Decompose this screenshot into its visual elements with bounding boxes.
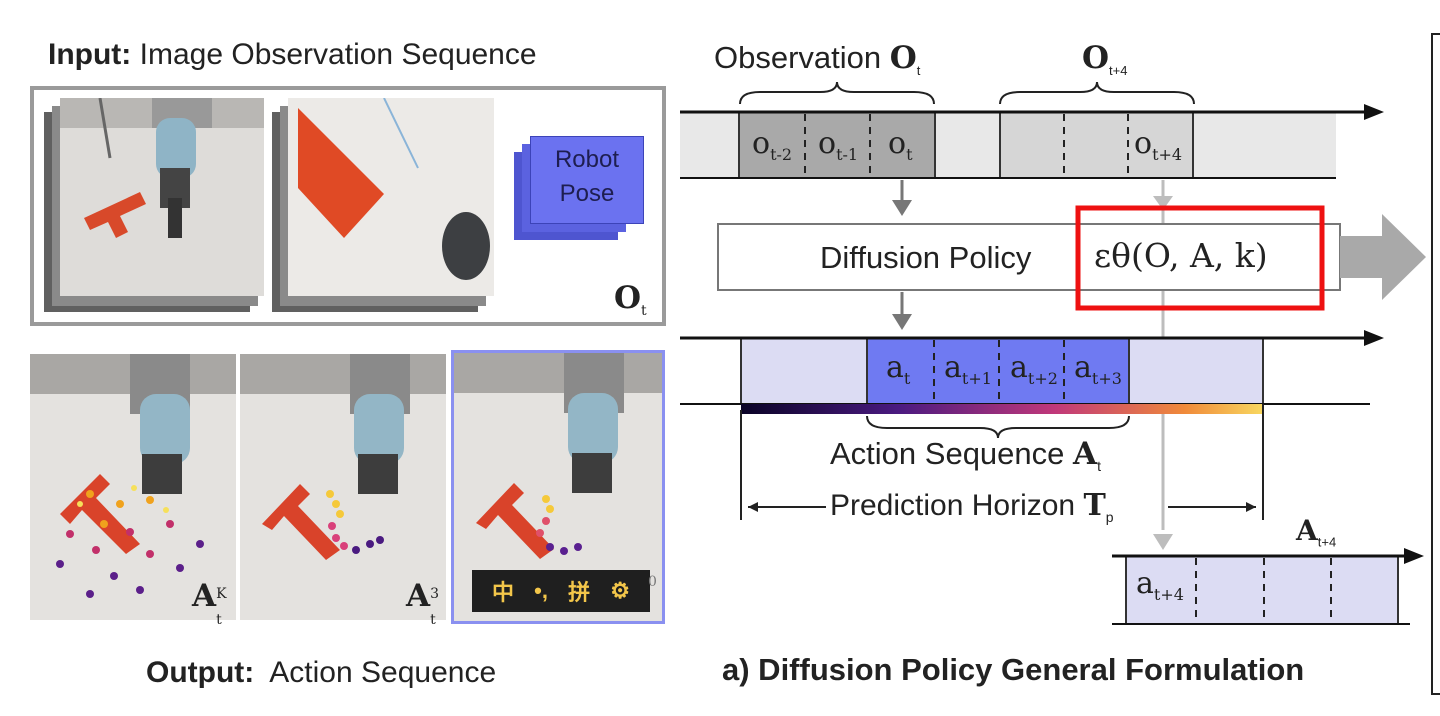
future-action-track (1125, 555, 1399, 625)
future-axis-arrowhead (1404, 548, 1424, 564)
action-sequence-label: Action Sequence At (830, 436, 1101, 475)
obs-brace-future (999, 81, 1195, 105)
horizon-arrowhead-right (1246, 502, 1256, 512)
output-title-bold: Output: (146, 656, 255, 689)
future-arrowhead-bottom (1153, 534, 1173, 550)
obs-cell-t-2: ot-2 (752, 126, 793, 164)
action-cell-t: at (886, 350, 911, 388)
future-arrowhead-top (1153, 196, 1173, 210)
obs-axis-arrowhead (1364, 104, 1384, 120)
diagram-caption: a) Diffusion Policy General Formulation (722, 652, 1305, 687)
input-title: Input: Image Observation Sequence (48, 38, 537, 72)
observation-image-1 (60, 98, 264, 296)
policy-formula: εθ(O, A, k) (1094, 236, 1268, 275)
diagram-svg (680, 33, 1440, 695)
policy-output-arrow (1340, 214, 1426, 300)
obs-cell-t-1: ot-1 (818, 126, 859, 164)
horizon-gradient-bar (741, 404, 1263, 414)
robot-pose-box: Robot Pose (530, 136, 644, 224)
action-image-3 (240, 354, 446, 620)
input-title-rest: Image Observation Sequence (139, 38, 537, 71)
obs-brace-current (739, 81, 935, 105)
policy-box (717, 223, 1341, 291)
action-cell-t+2: at+2 (1010, 350, 1058, 388)
output-title: Output: Action Sequence (146, 656, 496, 690)
ime-toolbar[interactable]: 中 •, 拼 ⚙ (472, 570, 650, 612)
action-cell-t+3: at+3 (1074, 350, 1122, 388)
robot-pose-line1: Robot (554, 146, 620, 173)
ime-chinese-toggle[interactable]: 中 (492, 580, 515, 605)
horizon-arrowhead-left (748, 502, 758, 512)
future-action-cell: at+4 (1136, 566, 1184, 604)
policy-to-action-arrowhead (892, 314, 912, 330)
obs-future-symbol: Ot+4 (1082, 40, 1128, 79)
obs-symbol: Ot (614, 280, 647, 320)
formula-highlight-box (1075, 205, 1325, 311)
ime-settings-icon[interactable]: ⚙ (610, 578, 630, 603)
ime-pinyin-toggle[interactable]: 拼 (568, 580, 591, 605)
action-axis-arrowhead (1364, 330, 1384, 346)
observation-image-2 (288, 98, 494, 296)
output-title-rest: Action Sequence (269, 656, 497, 689)
action-brace (866, 415, 1130, 439)
obs-cell-t+4: ot+4 (1134, 126, 1183, 164)
observation-label: Observation Ot (714, 40, 921, 79)
input-title-bold: Input: (48, 38, 132, 71)
robot-pose-line2: Pose (559, 180, 615, 207)
obs-cell-t: ot (888, 126, 913, 164)
action-symbol-0-sup: 0 (648, 574, 657, 590)
future-action-symbol: At+4 (1296, 514, 1337, 550)
right-panel-edge (1431, 33, 1440, 695)
prediction-horizon-label: Prediction Horizon Tp (830, 488, 1114, 525)
input-panel (30, 86, 666, 326)
action-image-k (30, 354, 236, 620)
policy-label: Diffusion Policy (820, 240, 1032, 275)
obs-block-current (738, 111, 936, 179)
ime-punctuation-toggle[interactable]: •, (534, 578, 548, 603)
obs-to-policy-arrowhead (892, 200, 912, 216)
action-cell-t+1: at+1 (944, 350, 992, 388)
